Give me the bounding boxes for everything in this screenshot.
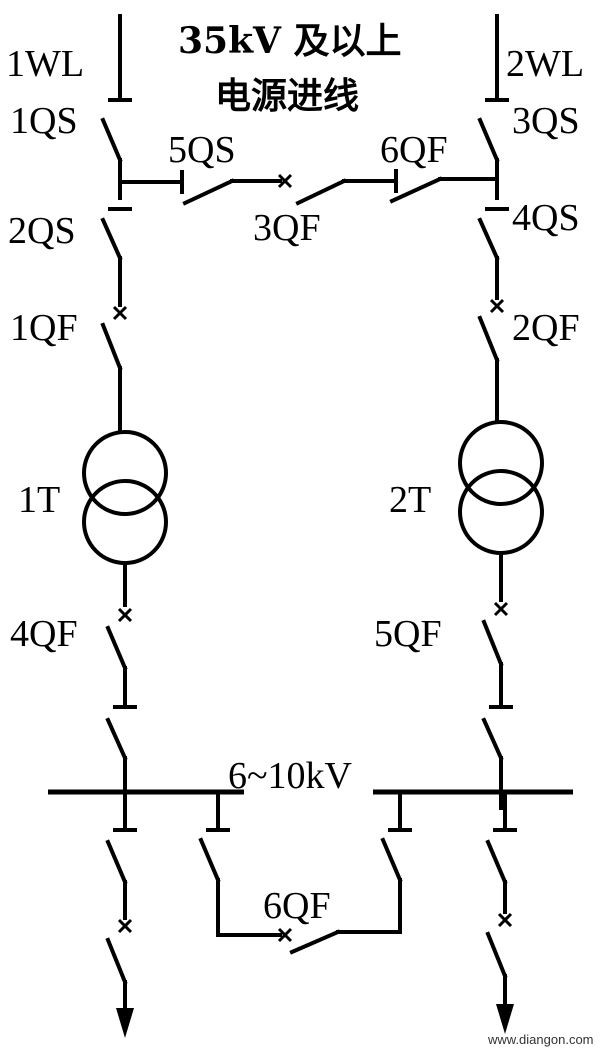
label-3QF: 3QF — [253, 207, 321, 249]
label-6QF-bottom: 6QF — [263, 885, 331, 927]
feeder-arrow-right — [496, 1004, 514, 1034]
label-1T: 1T — [18, 479, 60, 521]
label-4QS: 4QS — [512, 197, 580, 239]
label-2WL: 2WL — [506, 43, 584, 85]
disconnector-right-bus — [481, 717, 504, 810]
breaker-2QF — [477, 298, 505, 424]
breaker-5QF — [481, 601, 513, 709]
breaker-4QF — [105, 607, 137, 709]
transformer-2T — [458, 420, 544, 602]
bus-tie — [198, 790, 412, 955]
breaker-1QF — [100, 305, 128, 434]
disconnector-left-bus — [105, 717, 128, 810]
title-line-2: 电源进线 — [215, 75, 359, 117]
label-2QS: 2QS — [8, 210, 76, 252]
left-incoming-line — [108, 14, 132, 102]
label-5QS: 5QS — [168, 129, 236, 171]
feeder-arrow-left — [116, 1008, 134, 1038]
title-line-1: 35kV 及以上 — [178, 20, 402, 62]
disconnector-3QS — [477, 117, 500, 200]
label-2T: 2T — [389, 479, 431, 521]
disconnector-4QS — [477, 207, 509, 300]
label-3QS: 3QS — [512, 100, 580, 142]
watermark: www.diangon.com — [487, 1032, 594, 1047]
outgoing-feeder-right — [485, 790, 517, 1034]
transformer-1T — [82, 430, 168, 607]
label-1QS: 1QS — [10, 100, 78, 142]
disconnector-2QS — [100, 207, 132, 307]
label-1WL: 1WL — [6, 43, 84, 85]
outgoing-feeder-left — [105, 790, 137, 1038]
label-6QF-top: 6QF — [380, 129, 448, 171]
hv-bridge — [118, 169, 499, 206]
bus-voltage-label: 6~10kV — [228, 755, 353, 797]
label-2QF: 2QF — [512, 307, 580, 349]
label-1QF: 1QF — [10, 307, 78, 349]
right-incoming-line — [485, 14, 509, 102]
disconnector-1QS — [100, 117, 123, 200]
label-4QF: 4QF — [10, 613, 78, 655]
label-5QF: 5QF — [374, 613, 442, 655]
